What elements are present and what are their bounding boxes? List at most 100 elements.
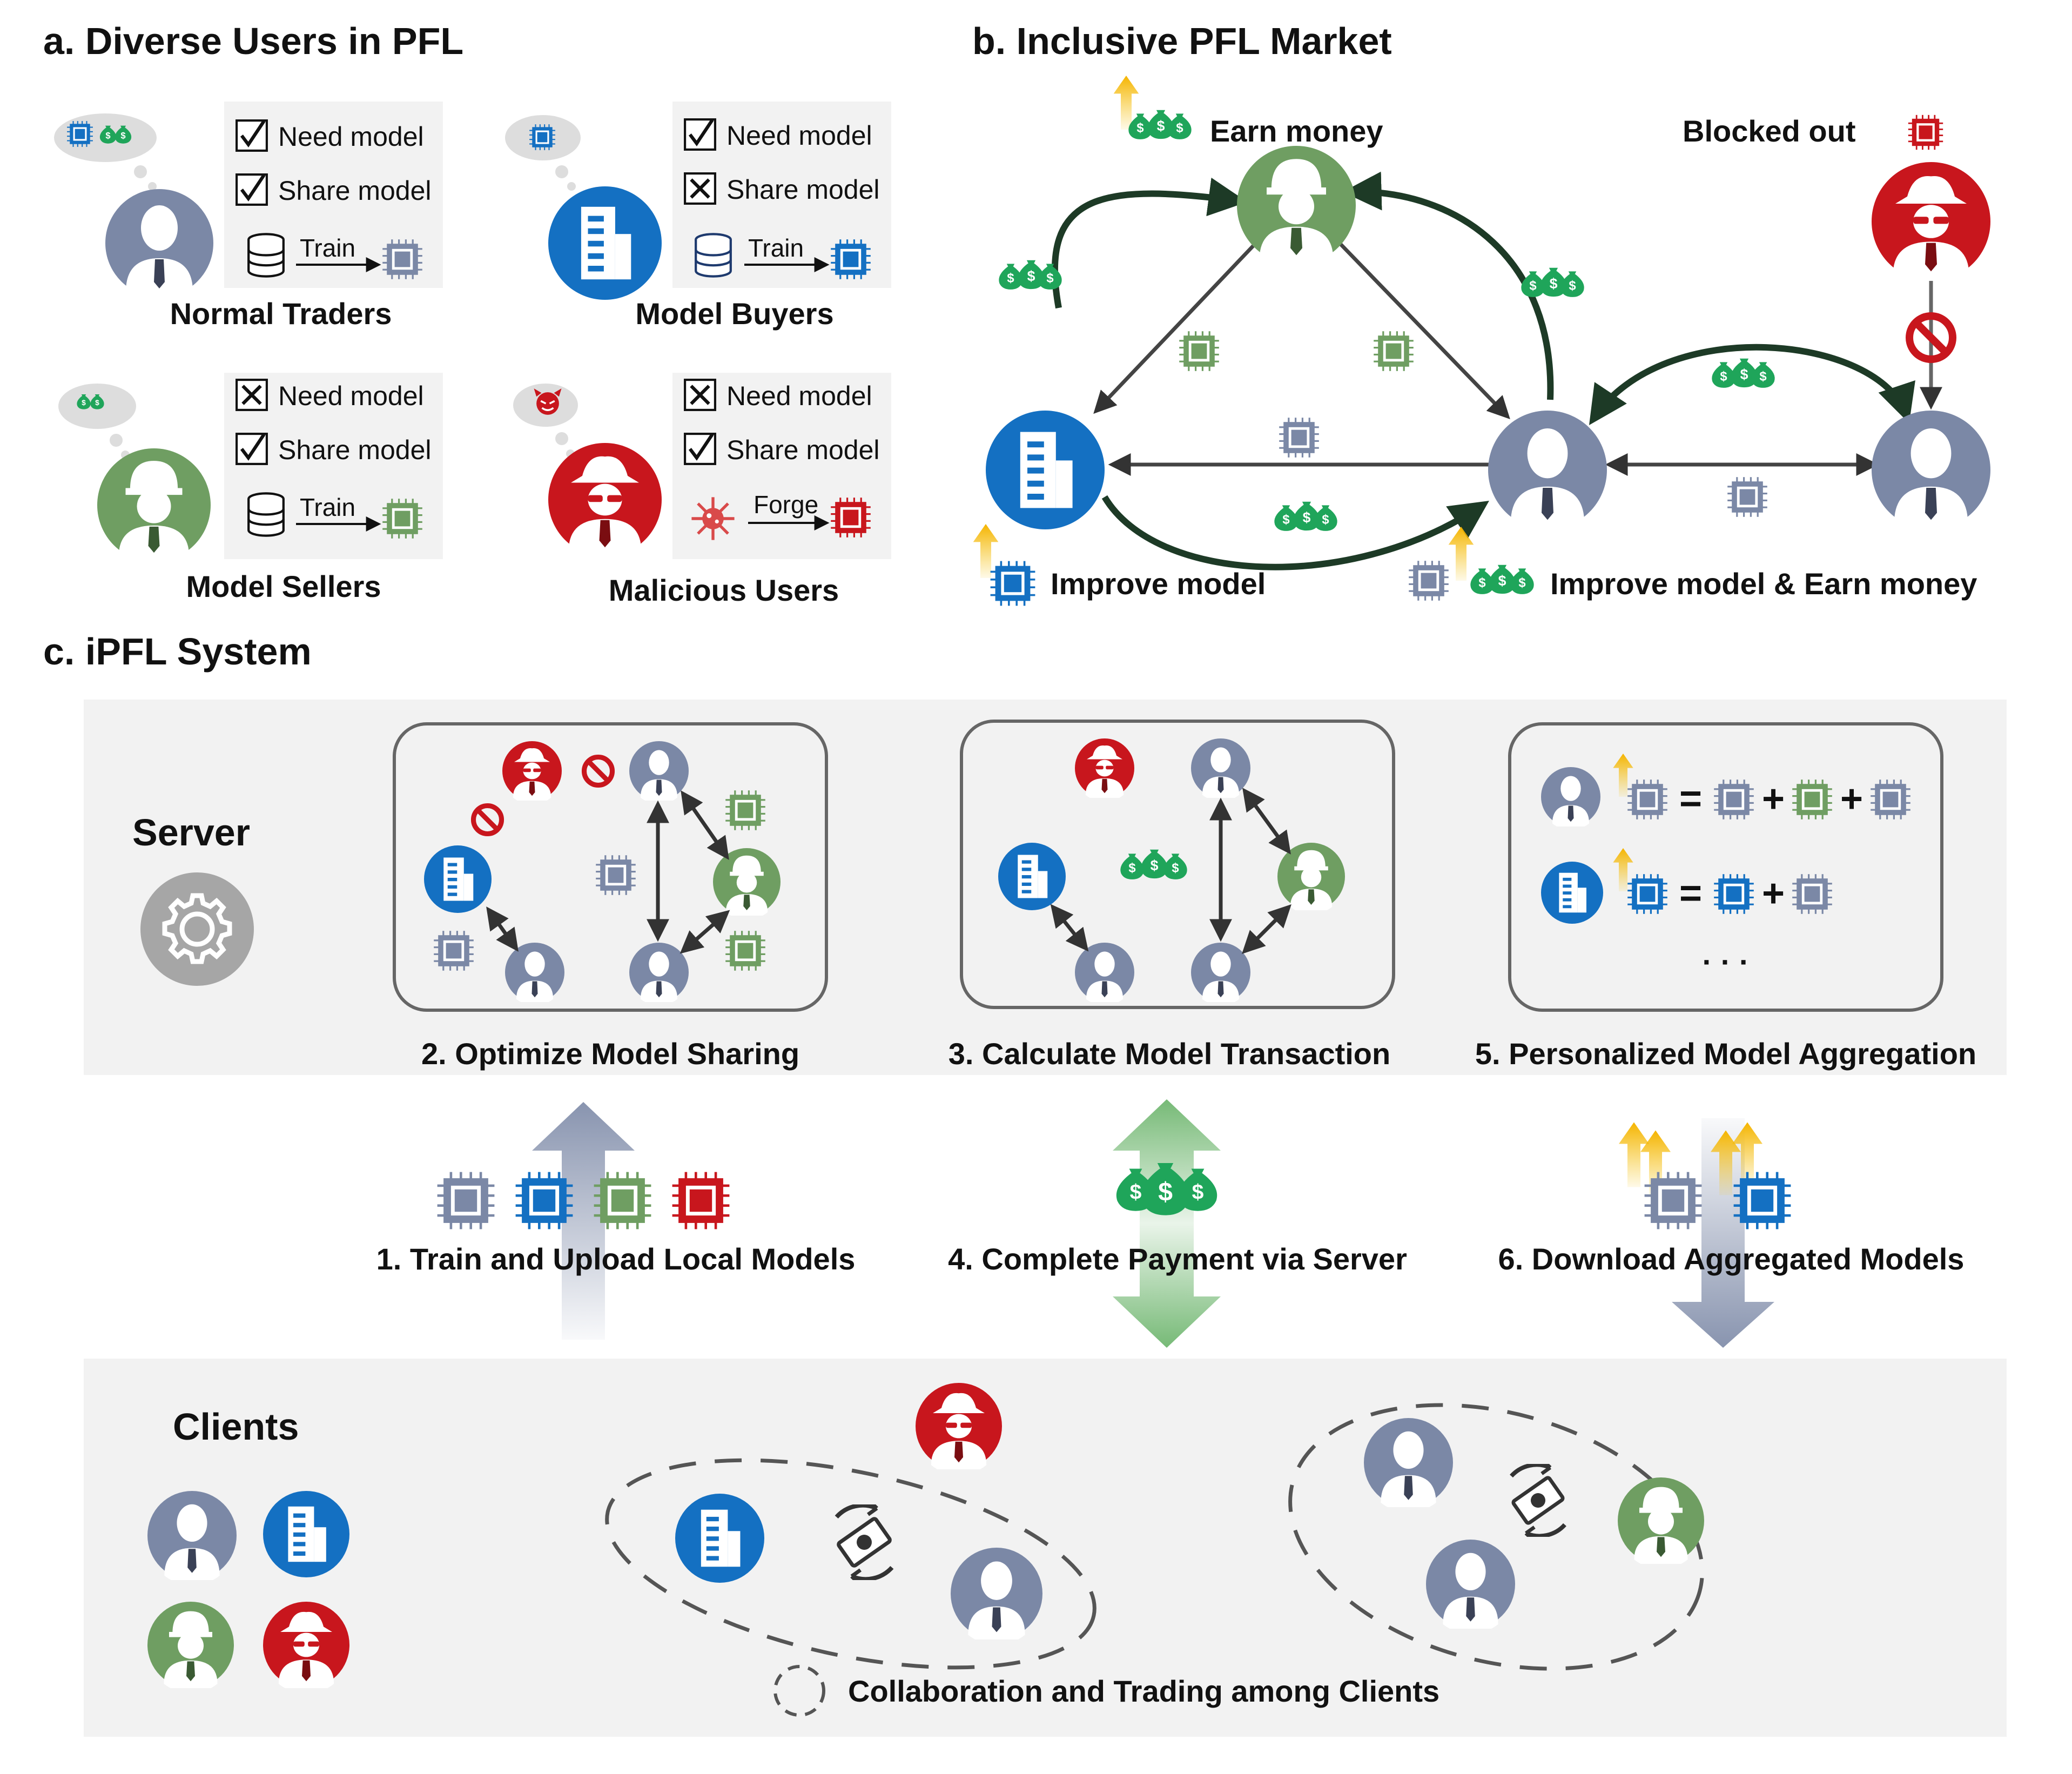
share-model-label: Share model [278, 176, 432, 206]
need-model-label: Need model [726, 120, 872, 151]
chip-icon [1645, 1172, 1702, 1229]
chip-icon [1713, 873, 1755, 915]
payment-arrow [1113, 1099, 1221, 1348]
chip-icon [1373, 330, 1415, 372]
panel-a: a. Diverse Users in PFL Need model Share… [43, 20, 891, 607]
virus-icon [691, 497, 734, 540]
chip-icon [989, 560, 1037, 607]
malicious-users-label: Malicious Users [609, 573, 839, 607]
improve-arrow-icon [1619, 1122, 1649, 1187]
normal-traders-label: Normal Traders [170, 297, 392, 331]
chip-icon [595, 854, 637, 896]
step6-label: 6. Download Aggregated Models [1498, 1242, 1965, 1276]
svg-text:+: + [1840, 777, 1863, 821]
improve-arrow-icon [1448, 527, 1474, 581]
chip-icon [1278, 416, 1320, 459]
money-group [1712, 358, 1775, 388]
chip-icon [529, 124, 556, 151]
share-model-crossbox [685, 173, 715, 204]
seller-avatar [97, 448, 211, 562]
step3-box [960, 720, 1395, 1009]
blocked-out-label: Blocked out [1683, 114, 1855, 148]
malicious-node [1872, 162, 1990, 281]
money-group [1521, 267, 1584, 297]
clients-label: Clients [173, 1406, 299, 1448]
chip-icon [830, 496, 872, 539]
forge-label: Forge [754, 490, 818, 519]
buyer-node [1541, 862, 1603, 924]
need-model-checkbox [237, 120, 267, 151]
chip-icon [1408, 560, 1450, 602]
svg-text:=: = [1679, 777, 1702, 821]
share-model-checkbox [685, 434, 715, 464]
money-group [1274, 501, 1337, 531]
step1-label: 1. Train and Upload Local Models [376, 1242, 856, 1276]
client-buyer [263, 1491, 349, 1577]
step5-box: = + + = + · · · [1508, 722, 1943, 1012]
database-icon [248, 493, 284, 535]
money-bag-icon [1489, 565, 1516, 594]
database-icon [696, 234, 731, 276]
buyer-node [424, 845, 492, 913]
panel-b-title: b. Inclusive PFL Market [972, 20, 1392, 62]
need-model-crossbox [237, 380, 267, 410]
upload-arrow [532, 1102, 635, 1340]
train-label: Train [748, 234, 804, 262]
user-card-malicious-users: Need model Share model Forge Malicious U… [513, 373, 891, 607]
chip-icon [724, 930, 766, 972]
earn-money-label: Earn money [1210, 114, 1383, 148]
buyer-node [675, 1494, 764, 1583]
collaboration-group [605, 1458, 1096, 1670]
share-model-label: Share model [726, 435, 880, 465]
trader-node [1488, 411, 1607, 529]
buyer-avatar [548, 186, 662, 300]
money-bag-icon [1314, 505, 1337, 531]
chip-icon [1178, 330, 1220, 372]
need-model-label: Need model [726, 381, 872, 411]
chip-icon [1791, 873, 1833, 915]
chip-icon [381, 238, 423, 280]
legend-label: Collaboration and Trading among Clients [848, 1674, 1439, 1708]
user-card-model-sellers: Need model Share model Train Model Selle… [58, 373, 443, 603]
chip-icon [1626, 873, 1669, 915]
chip-icon [433, 930, 475, 972]
chip-icon [66, 120, 93, 147]
step2-box [393, 722, 828, 1012]
svg-text:=: = [1679, 872, 1702, 915]
chip-icon-blocked [1907, 114, 1944, 151]
user-card-normal-traders: Need model Share model Train Normal Trad… [54, 102, 443, 331]
chip-icon [381, 498, 423, 540]
money-bag-icon [1560, 271, 1584, 297]
svg-text:+: + [1762, 872, 1785, 915]
panel-a-title: a. Diverse Users in PFL [43, 20, 463, 62]
money-bag-icon [1510, 568, 1534, 594]
share-model-label: Share model [278, 435, 432, 465]
dashed-circle-icon [773, 1665, 825, 1717]
buyer-node [986, 411, 1105, 529]
need-model-label: Need model [278, 381, 424, 411]
trader-avatar [105, 189, 213, 297]
malicious-avatar [548, 443, 662, 556]
chip-icon [672, 1172, 730, 1229]
panel-c: c. iPFL System Server [43, 630, 2007, 1737]
chip-icon [1713, 778, 1755, 821]
panel-c-title: c. iPFL System [43, 630, 312, 673]
model-sellers-label: Model Sellers [186, 569, 381, 603]
step4-label: 4. Complete Payment via Server [948, 1242, 1407, 1276]
share-model-checkbox [237, 174, 267, 205]
share-model-checkbox [237, 434, 267, 464]
trader-node-right [1872, 411, 1990, 529]
chip-icon [1791, 778, 1833, 821]
svg-text:+: + [1762, 777, 1785, 821]
train-label: Train [300, 493, 355, 521]
model-buyers-label: Model Buyers [635, 297, 833, 331]
buyer-node [998, 843, 1066, 910]
improve-model-label: Improve model [1051, 567, 1266, 601]
need-model-label: Need model [278, 122, 424, 152]
chip-icon [1734, 1172, 1791, 1229]
money-bag-icon [1038, 264, 1062, 290]
step5-label: 5. Personalized Model Aggregation [1475, 1037, 1976, 1071]
need-model-crossbox [685, 380, 715, 410]
download-arrow [1672, 1118, 1774, 1348]
